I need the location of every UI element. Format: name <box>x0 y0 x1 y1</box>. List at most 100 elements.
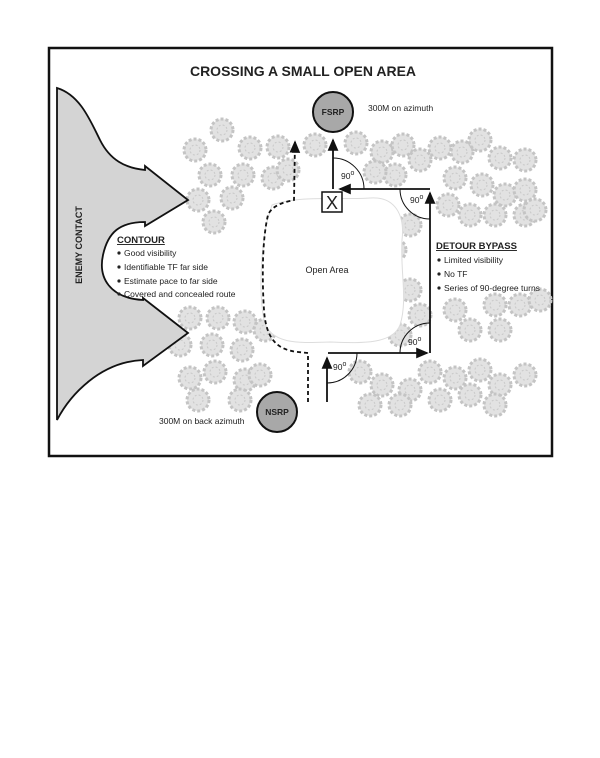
tree-detail <box>254 369 266 381</box>
tree-detail <box>272 141 284 153</box>
tree-detail <box>489 399 501 411</box>
tree-detail <box>282 164 294 176</box>
tree-detail <box>212 312 224 324</box>
tree-detail <box>489 299 501 311</box>
tree-detail <box>189 144 201 156</box>
tree-detail <box>376 379 388 391</box>
tree-detail <box>489 209 501 221</box>
tree-icon <box>492 182 518 208</box>
tree-detail <box>239 316 251 328</box>
tree-icon <box>265 134 291 160</box>
contour-route <box>261 140 309 402</box>
tree-icon <box>522 197 548 223</box>
contour-bullet: Identifiable TF far side <box>124 262 208 272</box>
detour-heading: DETOUR BYPASS <box>436 241 517 252</box>
tree-detail <box>204 169 216 181</box>
tree-detail <box>354 366 366 378</box>
tree-detail <box>234 394 246 406</box>
tree-icon <box>230 162 256 188</box>
tree-detail <box>404 284 416 296</box>
tree-icon <box>467 357 493 383</box>
tree-icon <box>362 159 388 185</box>
tree-icon <box>247 362 273 388</box>
tree-detail <box>442 199 454 211</box>
angle-label: 90o <box>333 361 346 372</box>
enemy-contact-shape <box>56 86 190 421</box>
tree-detail <box>456 146 468 158</box>
tree-detail <box>476 179 488 191</box>
tree-detail <box>494 152 506 164</box>
contour-bullet: Estimate pace to far side <box>124 276 218 286</box>
tree-detail <box>174 339 186 351</box>
tree-icon <box>457 382 483 408</box>
tree-detail <box>226 192 238 204</box>
tree-icon <box>449 139 475 165</box>
tree-icon <box>197 162 223 188</box>
tree-icon <box>469 172 495 198</box>
tree-detail <box>434 394 446 406</box>
tree-icon <box>442 297 468 323</box>
tree-detail <box>404 384 416 396</box>
tree-icon <box>369 372 395 398</box>
tree-icon <box>209 117 235 143</box>
tree-detail <box>394 399 406 411</box>
tree-detail <box>494 379 506 391</box>
tree-detail <box>394 329 406 341</box>
tree-detail <box>499 189 511 201</box>
tree-icon <box>237 135 263 161</box>
contour-bullet: Covered and concealed route <box>124 289 236 299</box>
open-area-label: Open Area <box>305 265 348 275</box>
diagram-title: CROSSING A SMALL OPEN AREA <box>190 63 416 79</box>
tree-detail <box>206 339 218 351</box>
tree-icon <box>275 157 301 183</box>
tree-detail <box>474 134 486 146</box>
tree-icon <box>397 212 423 238</box>
tree-icon <box>457 317 483 343</box>
tree-detail <box>184 312 196 324</box>
detour-bullet: Limited visibility <box>444 255 504 265</box>
angle-arcs <box>326 157 431 384</box>
nsrp-rally-point: NSRP <box>256 391 298 433</box>
tree-icon <box>487 372 513 398</box>
tree-icon <box>487 317 513 343</box>
tree-icon <box>442 165 468 191</box>
tree-icon <box>185 387 211 413</box>
tree-icon <box>512 147 538 173</box>
tree-icon <box>512 362 538 388</box>
detour-bullet: Series of 90-degree turns <box>444 283 540 293</box>
tree-icon <box>507 292 533 318</box>
tree-detail <box>464 209 476 221</box>
tree-detail <box>414 154 426 166</box>
tree-detail <box>208 216 220 228</box>
tree-detail <box>209 366 221 378</box>
tree-detail <box>397 139 409 151</box>
tree-detail <box>519 369 531 381</box>
tree-detail <box>184 372 196 384</box>
contour-bullet: Good visibility <box>124 248 177 258</box>
tree-icon <box>343 130 369 156</box>
tree-icon <box>205 305 231 331</box>
tree-detail <box>519 154 531 166</box>
tree-icon <box>302 132 328 158</box>
tree-icon <box>227 387 253 413</box>
tree-icon <box>482 292 508 318</box>
tree-detail <box>369 166 381 178</box>
tree-icon <box>457 202 483 228</box>
tree-detail <box>529 204 541 216</box>
svg-text:X: X <box>326 193 338 213</box>
fsrp-label: FSRP <box>322 107 345 117</box>
tree-icon <box>229 337 255 363</box>
tree-detail <box>534 294 546 306</box>
tree-detail <box>389 169 401 181</box>
tree-detail <box>494 324 506 336</box>
tree-detail <box>192 394 204 406</box>
tree-icon <box>417 359 443 385</box>
detour-bullets: Limited visibility No TF Series of 90-de… <box>437 255 540 293</box>
detour-route <box>321 138 436 402</box>
tree-detail <box>244 142 256 154</box>
tree-detail <box>449 172 461 184</box>
tree-detail <box>424 366 436 378</box>
tree-cluster <box>167 117 553 418</box>
tree-icon <box>347 359 373 385</box>
